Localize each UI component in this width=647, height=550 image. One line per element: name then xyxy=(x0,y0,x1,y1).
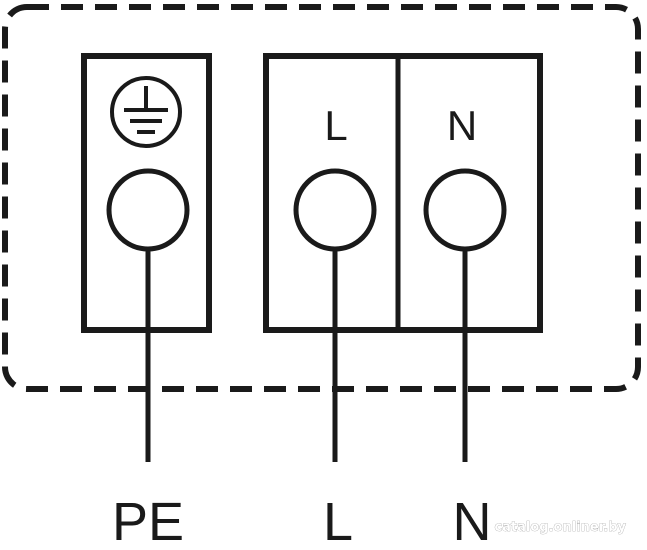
wire-label-live: L xyxy=(323,492,353,550)
terminal-label-neutral: N xyxy=(447,102,477,149)
enclosure-boundary xyxy=(2,4,641,392)
wire-label-neutral: N xyxy=(453,492,492,550)
neutral-terminal-screw xyxy=(423,168,507,252)
live-terminal-screw xyxy=(293,168,377,252)
wire-label-pe: PE xyxy=(112,492,184,550)
watermark: catalog.onliner.by xyxy=(494,520,626,535)
terminal-label-live: L xyxy=(324,102,347,149)
earth-terminal-screw xyxy=(106,168,190,252)
ln-terminal-block xyxy=(263,53,543,333)
protective-earth-icon xyxy=(110,76,182,148)
